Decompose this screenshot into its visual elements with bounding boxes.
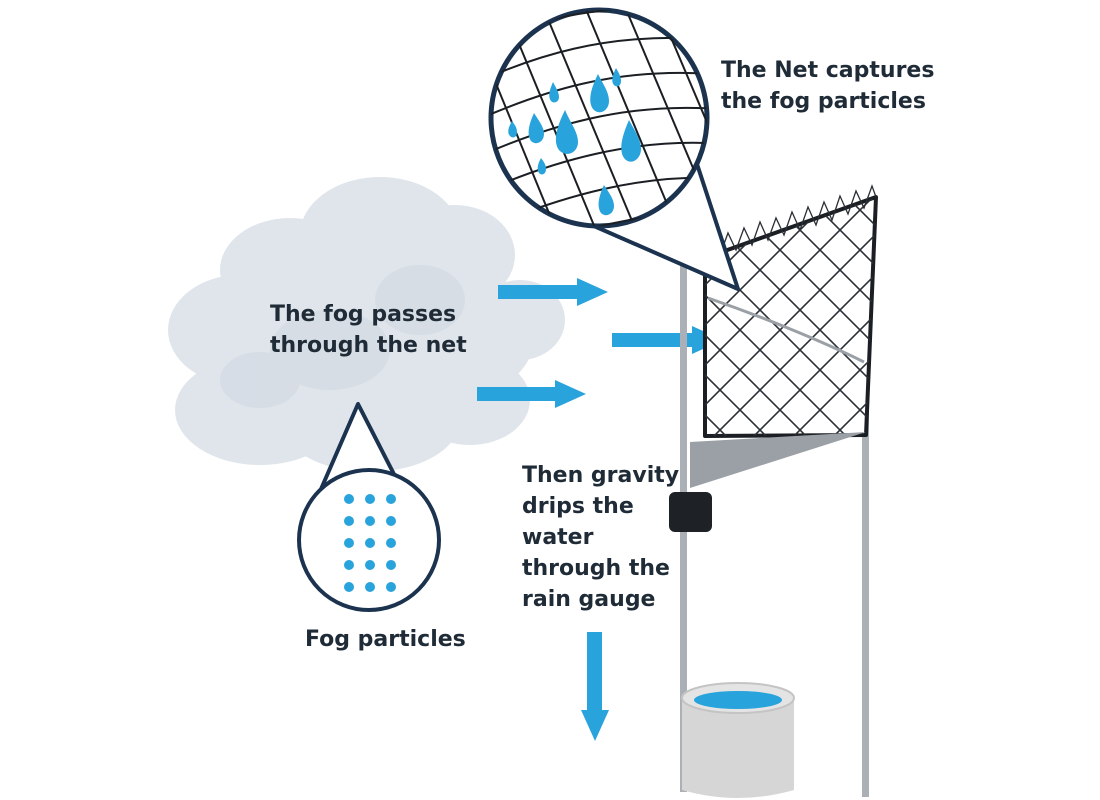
collection-trough: [690, 432, 866, 488]
fog-particles-label: Fog particles: [305, 627, 466, 652]
net-captures-label: The Net captures the fog particles: [721, 58, 935, 114]
fog-cloud-shading: [220, 265, 465, 408]
net-fold-line: [707, 296, 865, 364]
rain-gauge-sensor: [669, 492, 712, 532]
arrow-down: [581, 632, 609, 741]
collection-bucket: [681, 682, 795, 798]
fog-flow-arrows: [477, 278, 723, 741]
arrow-right-middle: [612, 326, 723, 354]
net-top-fringe: [704, 184, 877, 259]
arrow-right-top: [498, 278, 608, 306]
arrow-right-bottom: [477, 380, 586, 408]
fog-particle-dots: [344, 494, 396, 592]
water-droplets: [508, 68, 641, 216]
fog-passes-label: The fog passes through the net: [270, 302, 467, 358]
pole-right: [862, 222, 869, 797]
gravity-label: Then gravity drips the water through the…: [522, 463, 680, 612]
